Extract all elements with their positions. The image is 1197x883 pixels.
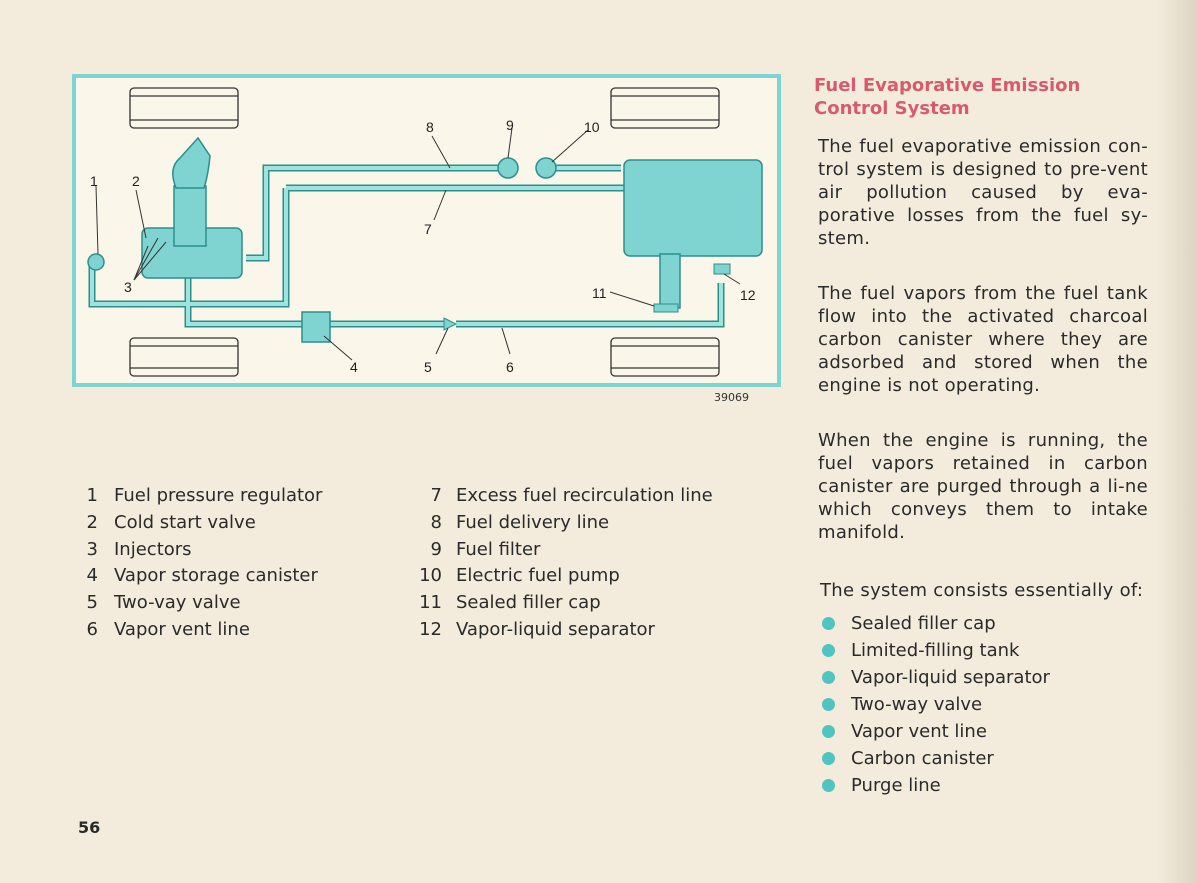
- list-item-label: Carbon canister: [851, 748, 994, 769]
- wheel-rear-right: [610, 337, 720, 377]
- legend-item: 8 Fuel delivery line: [414, 510, 713, 537]
- two-way-valve: [443, 317, 458, 331]
- list-item-label: Limited-filling tank: [851, 640, 1020, 661]
- legend-label: Fuel filter: [456, 538, 541, 560]
- fuel-pressure-regulator: [87, 253, 105, 271]
- legend-label: Sealed filler cap: [456, 592, 601, 614]
- legend-item: 12 Vapor-liquid separator: [414, 617, 713, 644]
- list-item: Purge line: [822, 772, 1050, 799]
- legend-number: 9: [430, 538, 442, 560]
- air-intake: [172, 136, 211, 189]
- legend-item: 10 Electric fuel pump: [414, 563, 713, 590]
- callout-4: 4: [350, 359, 358, 375]
- vapor-liquid-separator: [713, 263, 731, 275]
- legend-number: 3: [86, 538, 98, 560]
- bullet-icon: [822, 671, 835, 684]
- callout-3: 3: [124, 279, 132, 295]
- legend-label: Electric fuel pump: [456, 565, 620, 587]
- bullet-icon: [822, 779, 835, 792]
- list-item: Limited-filling tank: [822, 637, 1050, 664]
- legend-number: 10: [419, 565, 442, 587]
- legend-number: 6: [86, 618, 98, 640]
- legend-label: Two-vay valve: [114, 592, 241, 614]
- legend-item: 4 Vapor storage canister: [72, 563, 322, 590]
- paragraph: When the engine is running, the fuel vap…: [818, 430, 1148, 543]
- component-list: Sealed filler cap Limited-filling tank V…: [822, 610, 1050, 799]
- legend-label: Fuel pressure regulator: [114, 485, 323, 506]
- legend-number: 5: [86, 592, 98, 614]
- callout-11: 11: [592, 285, 607, 301]
- legend-label: Injectors: [114, 538, 192, 560]
- throttle-body: [173, 185, 207, 247]
- section-title: Fuel Evaporative Emission Control System: [814, 75, 1081, 119]
- legend-label: Fuel delivery line: [456, 511, 610, 533]
- bullet-icon: [822, 752, 835, 765]
- legend-item: 2 Cold start valve: [72, 510, 322, 537]
- legend-item: 7 Excess fuel recirculation line: [414, 483, 713, 510]
- list-item-label: Sealed filler cap: [851, 613, 996, 634]
- bullet-icon: [822, 698, 835, 711]
- wheel-front-right: [610, 87, 720, 129]
- bullet-icon: [822, 617, 835, 630]
- diagram-drawing: 1 2 3 4 5 6 7 8 9 10 11 12: [87, 87, 763, 377]
- figure-number: 39069: [714, 391, 749, 404]
- page-number: 56: [78, 818, 101, 837]
- legend-label: Vapor storage canister: [114, 565, 318, 587]
- legend-number: 7: [430, 485, 442, 506]
- list-item-label: Vapor vent line: [851, 721, 987, 742]
- wheel-rear-left: [129, 337, 239, 377]
- page-gutter-shade: [1157, 0, 1197, 883]
- legend-item: 6 Vapor vent line: [72, 617, 322, 644]
- legend-column-right: 7 Excess fuel recirculation line 8 Fuel de…: [414, 483, 713, 644]
- wheel-front-left: [129, 87, 239, 129]
- list-item: Two-way valve: [822, 691, 1050, 718]
- list-item: Sealed filler cap: [822, 610, 1050, 637]
- fuel-system-diagram: 1 2 3 4 5 6 7 8 9 10 11 12: [72, 74, 781, 387]
- legend-label: Excess fuel recirculation line: [456, 485, 713, 506]
- paragraph: The fuel evaporative emission con-trol s…: [818, 136, 1148, 249]
- list-item-label: Purge line: [851, 775, 941, 796]
- callout-2: 2: [132, 173, 140, 189]
- fuel-filter: [497, 157, 519, 179]
- callout-12: 12: [740, 287, 756, 303]
- legend-label: Cold start valve: [114, 511, 256, 533]
- callout-10: 10: [584, 119, 600, 135]
- list-item-label: Vapor-liquid separator: [851, 667, 1050, 688]
- legend-item: 9 Fuel filter: [414, 537, 713, 564]
- bullet-icon: [822, 644, 835, 657]
- paragraph: The fuel vapors from the fuel tank flow …: [818, 283, 1148, 396]
- legend-number: 8: [430, 511, 442, 533]
- callout-7: 7: [424, 221, 432, 237]
- list-item-label: Two-way valve: [851, 694, 983, 715]
- callout-6: 6: [506, 359, 514, 375]
- fuel-tank: [623, 159, 763, 257]
- electric-fuel-pump: [535, 157, 557, 179]
- legend-number: 4: [86, 565, 98, 587]
- callout-1: 1: [90, 173, 98, 189]
- legend-number: 1: [86, 485, 98, 506]
- legend-number: 2: [86, 511, 98, 533]
- list-item: Vapor-liquid separator: [822, 664, 1050, 691]
- consists-label: The system consists essentially of:: [820, 580, 1144, 601]
- callout-5: 5: [424, 359, 432, 375]
- legend-label: Vapor vent line: [114, 618, 250, 640]
- legend-number: 11: [419, 592, 442, 614]
- callout-8: 8: [426, 119, 434, 135]
- legend-column-left: 1 Fuel pressure regulator 2 Cold start val…: [72, 483, 323, 644]
- legend-number: 12: [419, 618, 442, 640]
- callout-9: 9: [506, 117, 514, 133]
- legend-item: 1 Fuel pressure regulator: [72, 483, 323, 510]
- list-item: Carbon canister: [822, 745, 1050, 772]
- legend-item: 11 Sealed filler cap: [414, 590, 713, 617]
- legend-label: Vapor-liquid separator: [456, 618, 655, 640]
- bullet-icon: [822, 725, 835, 738]
- filler-neck: [659, 253, 681, 309]
- sealed-filler-cap: [653, 303, 679, 313]
- legend-item: 5 Two-vay valve: [72, 590, 322, 617]
- legend-item: 3 Injectors: [72, 537, 322, 564]
- list-item: Vapor vent line: [822, 718, 1050, 745]
